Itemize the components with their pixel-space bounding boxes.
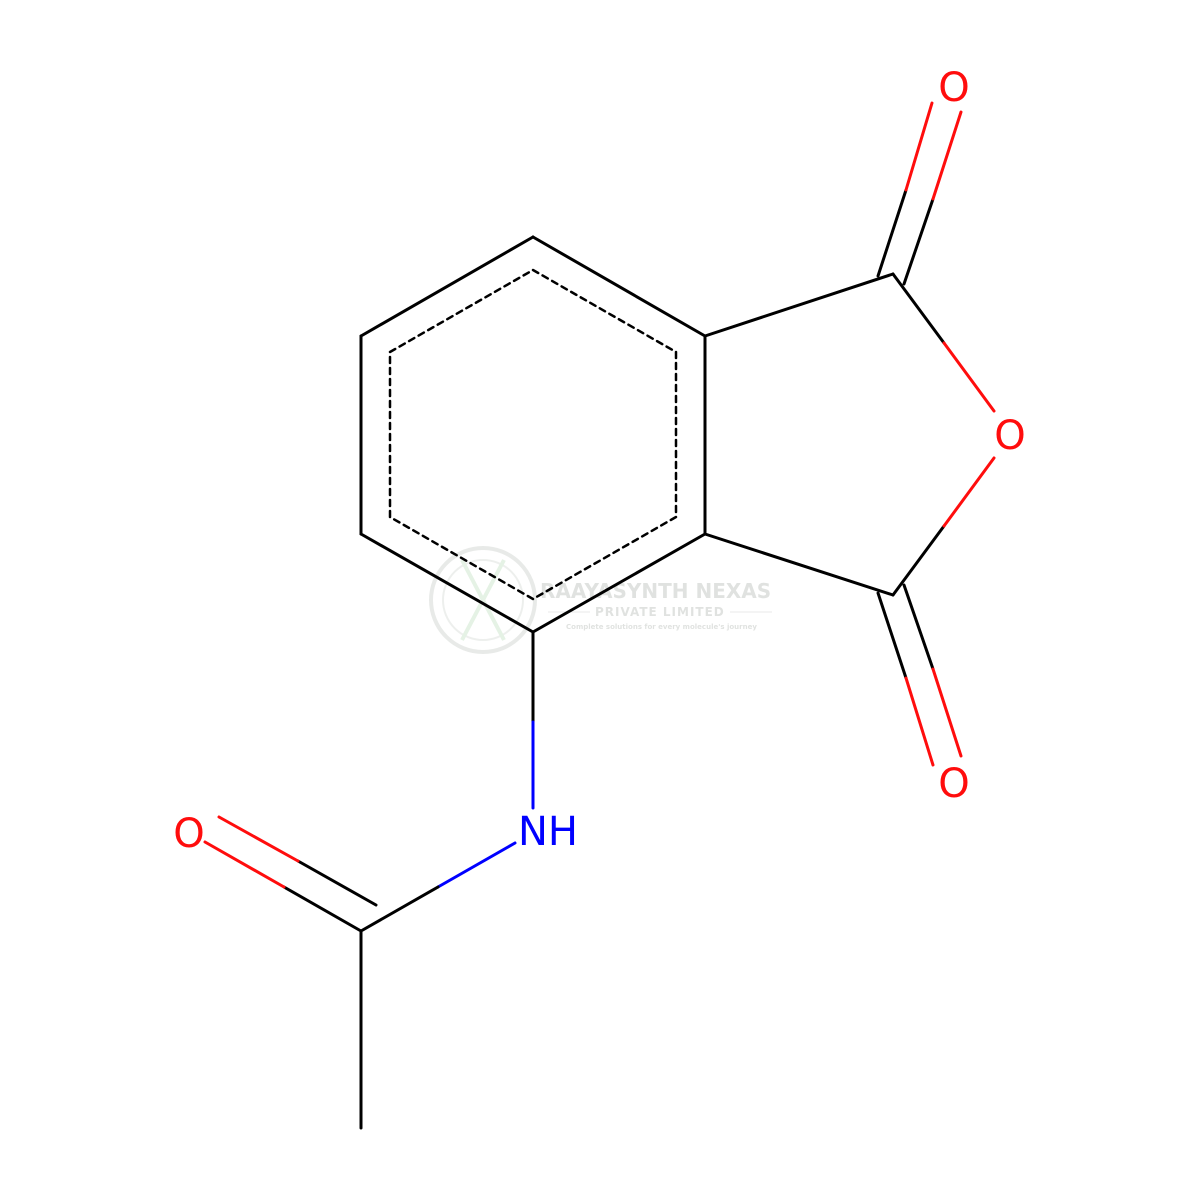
watermark-subtitle: PRIVATE LIMITED bbox=[595, 605, 725, 619]
atom-labels: O O O O NH bbox=[173, 65, 1025, 857]
atom-nh: NH bbox=[518, 809, 578, 855]
watermark-tagline: Complete solutions for every molecule's … bbox=[566, 623, 757, 631]
aromatic-inner-ring bbox=[388, 268, 678, 601]
bond-ring-6 bbox=[359, 235, 535, 338]
atom-o-carbonyl-bottom: O bbox=[938, 761, 969, 807]
watermark-logo-icon bbox=[429, 546, 537, 654]
watermark-helix-icon bbox=[460, 559, 506, 641]
bond-ring-1 bbox=[531, 235, 707, 338]
watermark: RAAYASYNTH NEXAS PRIVATE LIMITED Complet… bbox=[429, 546, 772, 654]
bonds bbox=[359, 235, 895, 634]
bond-c1-bottom bbox=[703, 532, 895, 597]
watermark-logo-inner bbox=[442, 559, 524, 641]
bond-c1-top bbox=[703, 272, 895, 338]
atom-o-carbonyl-top: O bbox=[938, 65, 969, 111]
bond-ring-4 bbox=[359, 532, 535, 634]
watermark-company: RAAYASYNTH NEXAS bbox=[540, 579, 771, 603]
bond-ring-3 bbox=[531, 532, 707, 634]
atom-o-ring: O bbox=[994, 413, 1025, 459]
hetero-bonds bbox=[203, 101, 996, 1130]
atom-o-amide: O bbox=[173, 811, 204, 857]
